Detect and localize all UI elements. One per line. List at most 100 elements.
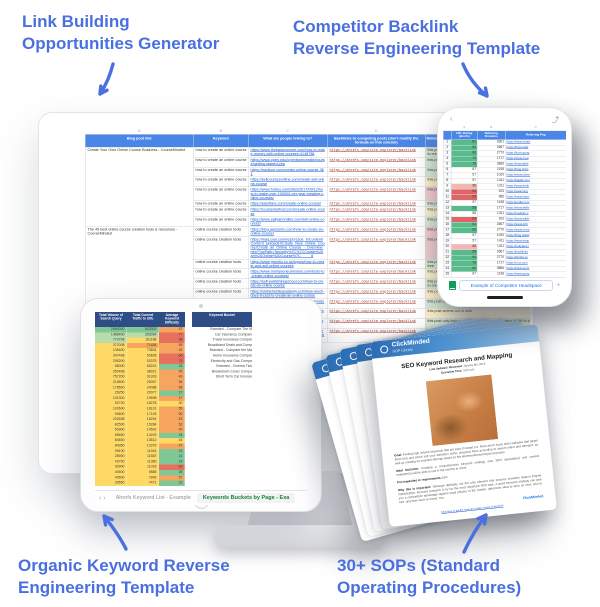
volume-cell[interactable]: 292608 bbox=[95, 417, 127, 423]
difficulty-cell[interactable]: 17 bbox=[159, 390, 185, 396]
volume-cell[interactable]: 95100 bbox=[95, 448, 127, 455]
traffic-cell[interactable]: 25067 bbox=[127, 379, 159, 386]
volume-cell[interactable]: 84600 bbox=[95, 438, 127, 444]
keyword-cell[interactable]: how to create an online course bbox=[193, 186, 249, 202]
traffic-cell[interactable]: 53378 bbox=[127, 358, 159, 365]
ahrefs-backlink-link[interactable]: https://ahrefs.com/site-explorer/backlin… bbox=[329, 217, 416, 222]
keyword-cell[interactable]: how to create an online course bbox=[193, 156, 249, 168]
traffic-cell[interactable]: 161188 bbox=[127, 337, 159, 343]
keyword-bucket-cell[interactable]: Branded - Compare The M bbox=[210, 327, 252, 332]
difficulty-cell[interactable]: 40 bbox=[159, 427, 185, 433]
difficulty-cell[interactable]: 24 bbox=[159, 364, 185, 370]
difficulty-cell[interactable]: 54 bbox=[159, 379, 185, 386]
competitor-link[interactable]: https://self-publishingschool.com/how-to… bbox=[250, 279, 324, 288]
difficulty-cell[interactable]: 28 bbox=[159, 470, 185, 476]
volume-cell[interactable]: 26250 bbox=[95, 390, 127, 396]
competitor-link[interactable]: https://mag.cool.com/res/prcsoe_b/Conten… bbox=[250, 236, 325, 259]
competitor-link[interactable]: https://sellcoursesonline.com/create-sel… bbox=[250, 177, 325, 186]
referring-page-link[interactable]: https://www.skills bbox=[506, 206, 530, 210]
sheet-nav-arrows[interactable]: ‹ › bbox=[99, 494, 106, 502]
volume-cell[interactable]: 99600 bbox=[95, 411, 127, 418]
ahrefs-backlink-link[interactable]: https://ahrefs.com/site-explorer/backlin… bbox=[329, 157, 416, 162]
difficulty-cell[interactable]: 57 bbox=[159, 475, 185, 481]
referring-page-link[interactable]: https://www.smart bbox=[506, 140, 531, 144]
competitor-link[interactable]: https://blog.appsumo.com/how-to-create-a… bbox=[250, 226, 325, 236]
keyword-bucket-cell[interactable]: Short Term Car Insuran bbox=[215, 375, 252, 379]
traffic-cell[interactable]: 50828 bbox=[127, 353, 159, 359]
volume-cell[interactable]: 770708 bbox=[95, 337, 127, 343]
difficulty-cell[interactable]: 58 bbox=[159, 337, 185, 343]
difficulty-cell[interactable]: 29 bbox=[159, 459, 185, 465]
volume-cell[interactable]: 50900 bbox=[95, 427, 127, 433]
difficulty-cell[interactable]: 75 bbox=[159, 358, 185, 365]
keyword-cell[interactable]: how to create an online course bbox=[193, 216, 249, 227]
referring-page-link[interactable]: https://www.goog bbox=[506, 272, 530, 276]
keyword-cell[interactable]: online course creation tools bbox=[193, 226, 249, 237]
ahrefs-backlink-link[interactable]: https://ahrefs.com/site-explorer/backlin… bbox=[329, 269, 416, 274]
traffic-cell[interactable]: 7471 bbox=[127, 480, 159, 486]
volume-cell[interactable]: 28900 bbox=[95, 454, 127, 460]
competitor-link[interactable]: https://onlinehustleacademy.com/how-much… bbox=[250, 288, 325, 298]
volume-cell[interactable]: 215800 bbox=[95, 379, 127, 386]
referring-page-link[interactable]: https://www.wikih bbox=[506, 217, 530, 221]
referring-page-link[interactable]: https://www.shop bbox=[506, 239, 530, 243]
referring-page-link[interactable]: https://moz.com bbox=[506, 261, 528, 265]
share-icon[interactable]: ⤴ bbox=[552, 116, 559, 124]
difficulty-cell[interactable]: 55 bbox=[159, 406, 185, 412]
keyword-cell[interactable]: online course creation tools bbox=[193, 236, 249, 260]
difficulty-cell[interactable]: 21 bbox=[159, 454, 185, 460]
home-indicator[interactable] bbox=[486, 296, 523, 299]
volume-cell[interactable]: 101300 bbox=[95, 395, 127, 402]
referring-page-link[interactable]: https://www.crea bbox=[506, 157, 529, 161]
sheet-tab-competitor-example[interactable]: Example of Competitor Headspace bbox=[459, 280, 554, 291]
difficulty-cell[interactable]: 77 bbox=[159, 332, 185, 338]
traffic-cell[interactable]: 263064 bbox=[127, 332, 159, 338]
referring-page-link[interactable]: https://kajabi.com bbox=[506, 179, 530, 183]
ahrefs-backlink-link[interactable]: https://ahrefs.com/site-explorer/backlin… bbox=[329, 207, 416, 212]
referring-page-link[interactable]: https://blog.hubs bbox=[506, 168, 529, 172]
traffic-cell[interactable]: 18101 bbox=[127, 406, 159, 412]
volume-cell[interactable]: 58000 bbox=[95, 364, 127, 370]
traffic-cell[interactable]: 11944 bbox=[127, 448, 159, 455]
keyword-cell[interactable]: how to create an online course bbox=[193, 206, 249, 217]
difficulty-cell[interactable]: 47 bbox=[159, 395, 185, 402]
traffic-cell[interactable]: 15294 bbox=[127, 417, 159, 423]
referring-page-link[interactable]: https://backlinko bbox=[506, 250, 529, 254]
traffic-cell[interactable]: 19598 bbox=[127, 395, 159, 402]
competitor-link[interactable]: https://www.thebalancesmb.com/how-to-mak… bbox=[250, 147, 325, 157]
referring-page-link[interactable]: https://podia.com bbox=[506, 201, 530, 205]
referring-page-link[interactable]: https://elearning bbox=[506, 190, 528, 194]
volume-cell[interactable]: 40600 bbox=[95, 470, 127, 476]
traffic-cell[interactable]: 12976 bbox=[127, 443, 159, 449]
ahrefs-backlink-link[interactable]: https://ahrefs.com/site-explorer/backlin… bbox=[329, 259, 416, 264]
difficulty-cell[interactable]: 50 bbox=[159, 411, 185, 418]
traffic-cell[interactable]: 14502 bbox=[127, 427, 159, 433]
difficulty-cell[interactable]: 52 bbox=[159, 422, 185, 428]
keyword-bucket-cell[interactable]: Car Insurance Compani bbox=[215, 332, 252, 337]
referring-page-link[interactable]: https://medium.c bbox=[506, 212, 529, 216]
referring-page-link[interactable]: https://www.learn bbox=[506, 195, 530, 199]
referring-page-link[interactable]: https://www.think bbox=[506, 184, 530, 188]
traffic-cell[interactable]: 15284 bbox=[127, 422, 159, 428]
ahrefs-backlink-link[interactable]: https://ahrefs.com/site-explorer/backlin… bbox=[329, 177, 416, 182]
competitor-link[interactable]: https://www.forbes.com/sites/2017/09/12/… bbox=[250, 187, 324, 200]
referring-page-link[interactable]: https://blog.teach bbox=[506, 234, 530, 238]
traffic-cell[interactable]: 7845 bbox=[127, 475, 159, 481]
difficulty-cell[interactable]: 47 bbox=[159, 327, 185, 333]
keyword-cell[interactable]: how to create an online course bbox=[193, 176, 249, 188]
keyword-bucket-cell[interactable]: Home Insurance Compar bbox=[212, 353, 252, 358]
traffic-cell[interactable]: 31303 bbox=[127, 374, 159, 380]
traffic-cell[interactable]: 20077 bbox=[127, 390, 159, 396]
difficulty-cell[interactable]: 66 bbox=[159, 353, 185, 359]
keyword-bucket-cell[interactable]: Electricity and Gas Compa bbox=[210, 359, 252, 363]
difficulty-cell[interactable]: 62 bbox=[159, 464, 185, 471]
volume-cell[interactable]: 84950 bbox=[95, 443, 127, 449]
traffic-cell[interactable]: 38921 bbox=[127, 369, 159, 375]
keyword-bucket-cell[interactable]: Broadband Deals and Comp bbox=[207, 343, 252, 347]
volume-cell[interactable]: 372008 bbox=[95, 342, 127, 349]
difficulty-cell[interactable]: 44 bbox=[159, 438, 185, 444]
volume-cell[interactable]: 43700 bbox=[95, 459, 127, 465]
sheet-tab-ahrefs-keyword-list[interactable]: Ahrefs Keyword List - Example bbox=[115, 495, 191, 501]
volume-cell[interactable]: 52700 bbox=[95, 401, 127, 407]
referring-page-link[interactable]: https://docs.goog bbox=[506, 151, 530, 155]
